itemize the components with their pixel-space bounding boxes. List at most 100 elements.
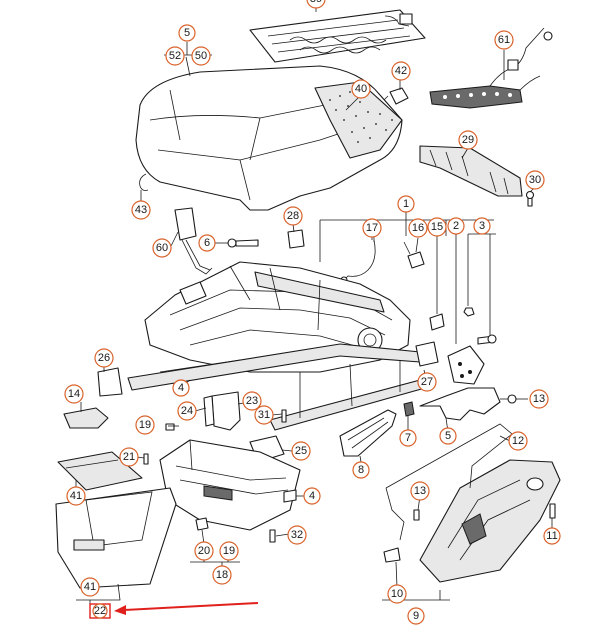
callout-39: 39 bbox=[306, 0, 326, 9]
cover-2 bbox=[447, 345, 485, 385]
callout-11: 11 bbox=[543, 527, 561, 545]
screw-19 bbox=[165, 423, 175, 431]
callout-16: 16 bbox=[408, 218, 428, 238]
callout-26-label: 26 bbox=[98, 352, 110, 364]
callout-42: 42 bbox=[391, 61, 411, 81]
callout-19b: 19 bbox=[219, 541, 239, 561]
callout-61-label: 61 bbox=[498, 34, 510, 46]
callout-27: 27 bbox=[417, 372, 437, 392]
callout-4a-label: 4 bbox=[178, 382, 184, 394]
callout-43-label: 43 bbox=[135, 204, 147, 216]
callout-41b-label: 41 bbox=[84, 581, 96, 593]
callout-11-label: 11 bbox=[546, 530, 557, 542]
callout-21-label: 21 bbox=[123, 451, 135, 463]
callout-23-label: 23 bbox=[246, 395, 258, 407]
storage-drawer bbox=[55, 451, 177, 589]
callout-9-label: 9 bbox=[413, 610, 419, 622]
bolt-part bbox=[227, 238, 259, 248]
clip-7 bbox=[403, 401, 415, 417]
callout-9: 9 bbox=[407, 607, 425, 625]
callout-20: 20 bbox=[194, 541, 214, 561]
callout-50-label: 50 bbox=[195, 50, 207, 62]
callout-41a: 41 bbox=[66, 486, 86, 506]
callout-28: 28 bbox=[283, 206, 303, 226]
switch-part bbox=[403, 241, 425, 269]
callout-25-label: 25 bbox=[295, 445, 307, 457]
drawer-housing bbox=[159, 439, 301, 531]
callout-60: 60 bbox=[152, 238, 172, 258]
callout-25: 25 bbox=[291, 441, 311, 461]
callout-40-label: 40 bbox=[355, 83, 367, 95]
part-27 bbox=[415, 341, 439, 367]
callout-6-label: 6 bbox=[204, 237, 210, 249]
callout-41a-label: 41 bbox=[70, 490, 82, 502]
callout-3: 3 bbox=[473, 217, 491, 235]
callout-61: 61 bbox=[494, 30, 514, 50]
backrest-panel bbox=[419, 459, 561, 583]
callout-29-label: 29 bbox=[462, 134, 474, 146]
callout-1: 1 bbox=[397, 195, 415, 213]
callout-24: 24 bbox=[177, 401, 197, 421]
screw-13b bbox=[413, 509, 420, 521]
callout-15-label: 15 bbox=[431, 221, 443, 233]
callout-31: 31 bbox=[254, 405, 274, 425]
callout-18: 18 bbox=[212, 565, 232, 585]
callout-2: 2 bbox=[447, 217, 465, 235]
screw-21 bbox=[143, 453, 149, 465]
callout-8: 8 bbox=[352, 461, 370, 479]
callout-31-label: 31 bbox=[258, 409, 270, 421]
callout-52-label: 52 bbox=[169, 50, 181, 62]
callout-42-label: 42 bbox=[395, 65, 407, 77]
callout-43: 43 bbox=[131, 200, 151, 220]
callout-24-label: 24 bbox=[181, 405, 193, 417]
callout-40: 40 bbox=[351, 79, 371, 99]
callout-6: 6 bbox=[198, 234, 216, 252]
callout-12: 12 bbox=[508, 431, 528, 451]
callout-52: 52 bbox=[165, 46, 185, 66]
small-bracket bbox=[287, 229, 305, 249]
screw-32 bbox=[269, 529, 276, 543]
latch-14 bbox=[63, 407, 109, 429]
callout-4b: 4 bbox=[303, 487, 321, 505]
hook-part bbox=[139, 173, 149, 191]
screw-part bbox=[525, 190, 535, 207]
bracket-24 bbox=[203, 395, 215, 427]
wiring-module bbox=[429, 27, 553, 109]
callout-30-label: 30 bbox=[529, 174, 541, 186]
callout-60-label: 60 bbox=[156, 242, 168, 254]
callout-12-label: 12 bbox=[512, 435, 524, 447]
callout-7-label: 7 bbox=[405, 432, 411, 444]
screw-13 bbox=[500, 394, 517, 404]
screw-11 bbox=[549, 503, 556, 519]
callout-10-label: 10 bbox=[391, 588, 403, 600]
callout-10: 10 bbox=[387, 584, 407, 604]
part-20 bbox=[195, 517, 209, 531]
callout-14: 14 bbox=[64, 384, 84, 404]
callout-14-label: 14 bbox=[68, 388, 80, 400]
callout-32-label: 32 bbox=[291, 529, 303, 541]
callout-20-label: 20 bbox=[198, 545, 210, 557]
callout-17: 17 bbox=[362, 218, 382, 238]
cable-part bbox=[340, 239, 376, 284]
trim-8 bbox=[339, 409, 397, 457]
callout-15: 15 bbox=[427, 217, 447, 237]
callout-4a: 4 bbox=[172, 379, 190, 397]
callout-21: 21 bbox=[119, 447, 139, 467]
callout-18-label: 18 bbox=[216, 569, 228, 581]
callout-19b-label: 19 bbox=[223, 545, 235, 557]
callout-29: 29 bbox=[458, 130, 478, 150]
callout-3-label: 3 bbox=[479, 220, 485, 232]
belt-buckle bbox=[174, 207, 213, 275]
heating-mat bbox=[249, 9, 426, 63]
bolt-31 bbox=[281, 409, 287, 423]
callout-28-label: 28 bbox=[287, 210, 299, 222]
rail-bracket bbox=[419, 145, 523, 197]
callout-5: 5 bbox=[178, 24, 196, 42]
callout-27-label: 27 bbox=[421, 376, 433, 388]
callout-13a: 13 bbox=[529, 389, 549, 409]
callout-30: 30 bbox=[525, 170, 545, 190]
seat-frame bbox=[127, 261, 426, 431]
callout-5b: 5 bbox=[439, 427, 457, 445]
callout-22-label: 22 bbox=[94, 605, 106, 617]
bracket-15 bbox=[429, 313, 445, 331]
